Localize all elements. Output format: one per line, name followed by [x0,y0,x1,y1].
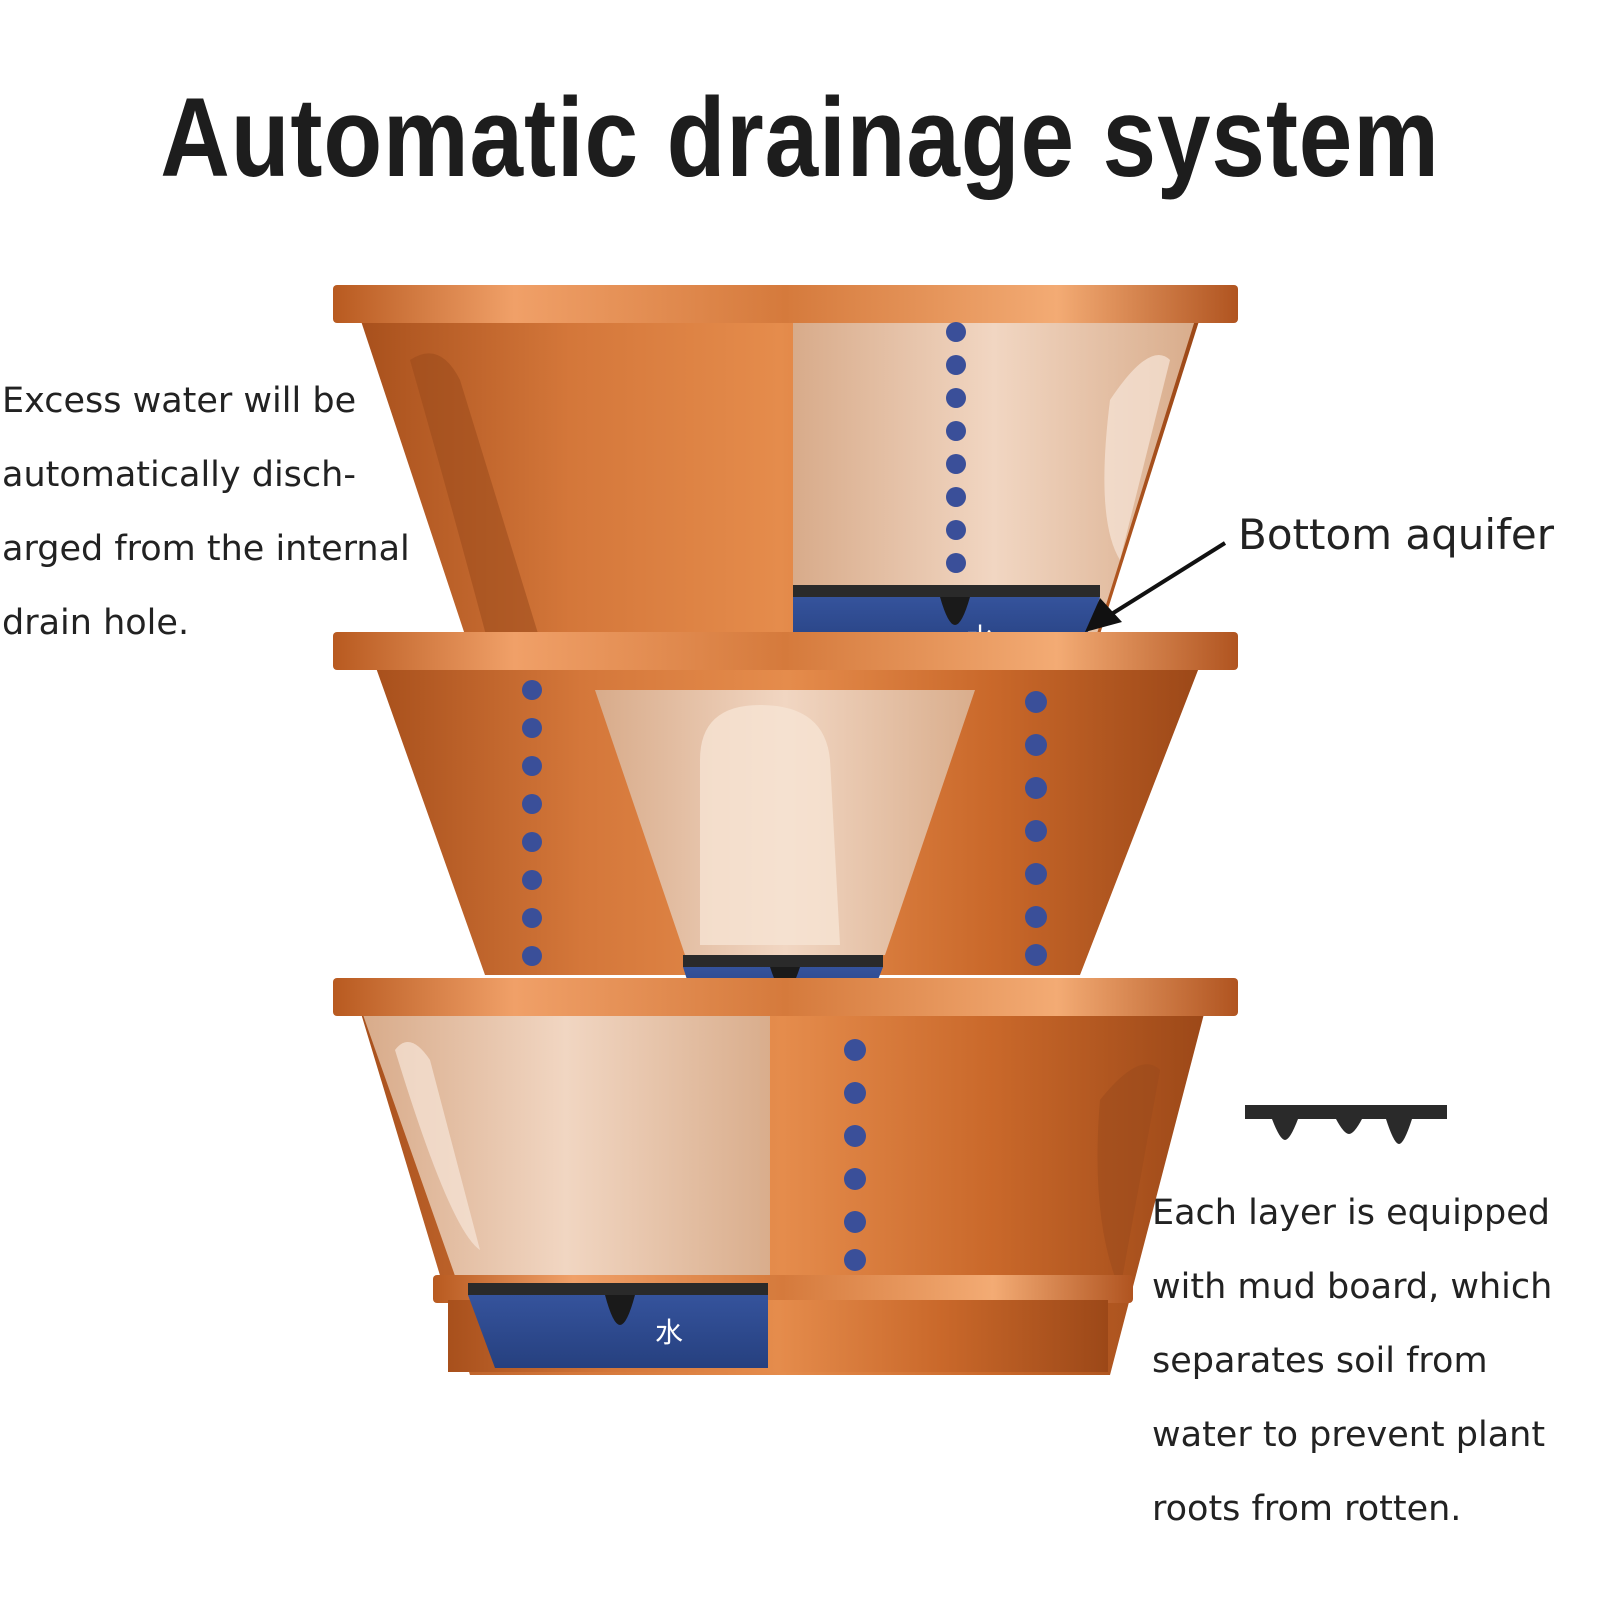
mud-board-note: Each layer is equipped with mud board, w… [1152,1176,1552,1546]
water-drop [522,680,542,700]
water-drop [844,1249,866,1271]
top-pot-inner-highlight [1104,355,1170,560]
water-drop [844,1168,866,1190]
water-drop [1025,777,1047,799]
water-drop [844,1039,866,1061]
drip-column-top [946,322,966,573]
water-drop [946,388,966,408]
mud-board-icon [1245,1105,1447,1144]
water-drop [1025,944,1047,966]
water-drop [1025,906,1047,928]
mud-board-note-line: roots from rotten. [1152,1489,1462,1529]
drip-column-left [522,680,542,966]
middle-pot [333,632,1238,1005]
water-drop [522,870,542,890]
drip-column-right [1025,691,1047,966]
drainage-note: Excess water will be automatically disch… [2,364,410,660]
water-drop [946,553,966,573]
water-drop [844,1082,866,1104]
middle-pot-rim [333,632,1238,670]
bottom-aquifer-label: Bottom aquifer [1238,510,1554,559]
water-drop [1025,691,1047,713]
bottom-pot-side-hole [1097,1064,1160,1290]
arrow-icon [1085,541,1227,632]
mud-board [683,955,883,967]
drainage-note-line: Excess water will be [2,381,357,421]
water-drop-icon [605,1295,635,1325]
water-drop [946,454,966,474]
water-drop [522,832,542,852]
water-drop-icon [940,597,970,625]
water-drop [946,487,966,507]
top-pot-inner [793,320,1195,640]
water-drop [1025,734,1047,756]
page-title: Automatic drainage system [160,75,1440,200]
top-pot-rim [333,285,1238,323]
water-drop [522,908,542,928]
water-drop [522,756,542,776]
water-drop [946,322,966,342]
bottom-pot-rim [333,978,1238,1016]
water-drop [844,1125,866,1147]
water-drop [522,794,542,814]
bottom-pot: 水 [333,978,1238,1375]
water-drop [522,946,542,966]
mud-board-note-line: separates soil from [1152,1341,1488,1381]
mud-board [793,585,1100,597]
drip-column-bottom [844,1039,866,1271]
mud-board-note-line: water to prevent plant [1152,1415,1546,1455]
water-drop [522,718,542,738]
drainage-note-line: arged from the internal [2,529,410,569]
middle-pot-inner-arch [700,705,840,945]
drainage-note-line: drain hole. [2,603,190,643]
bottom-pot-inner-highlight [395,1042,480,1250]
water-drop [844,1211,866,1233]
drainage-note-line: automatically disch- [2,455,356,495]
water-drop [946,355,966,375]
water-drop [946,421,966,441]
water-drop [1025,820,1047,842]
top-pot-side-hole [410,353,540,650]
mud-board [468,1283,768,1295]
water-drop [946,520,966,540]
mud-board-note-line: with mud board, which [1152,1267,1553,1307]
mud-board-note-line: Each layer is equipped [1152,1193,1550,1233]
water-drop [1025,863,1047,885]
bottom-pot-aquifer [468,1295,768,1368]
top-pot: 水 [333,285,1238,655]
water-glyph: 水 [655,1316,683,1349]
